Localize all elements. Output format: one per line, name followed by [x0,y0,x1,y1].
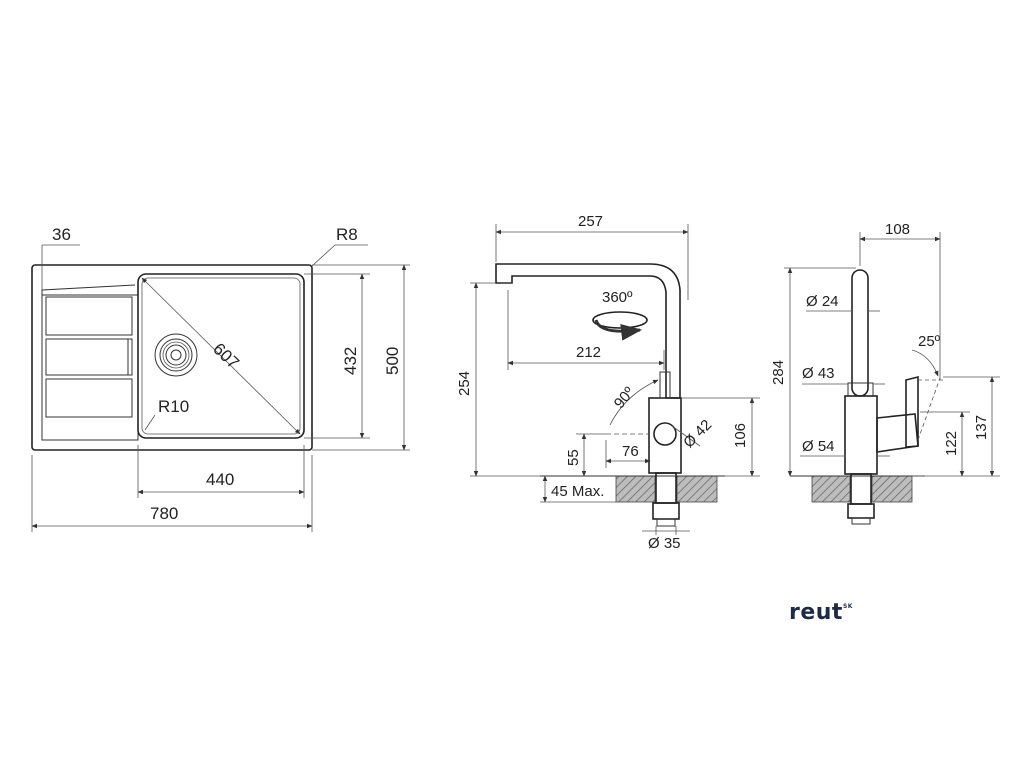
drain-rib-3 [45,378,133,418]
dim-base-diameter: Ø 54 [802,438,835,455]
dim-side-depth: 108 [885,221,910,238]
dim-max-thickness: 45 Max. [551,483,604,500]
drain-icon [154,333,198,377]
countertop-front-right [676,475,718,503]
logo-text: reut [789,600,843,625]
dim-body-diameter: Ø 42 [680,416,715,451]
dim-hole-diameter: Ø 35 [648,535,681,552]
dim-side-body-height: 122 [943,431,960,456]
dim-overall-width: 780 [150,504,178,523]
drainboard [41,294,139,441]
dim-lever-height: 137 [973,415,990,440]
dim-radius-bowl: R10 [158,397,189,416]
logo-suffix: SK [842,603,853,610]
faucet-nut [652,502,680,520]
dim-front-height: 254 [456,371,473,396]
dim-bowl-width: 440 [206,470,234,489]
dim-diagonal: 607 [209,339,243,372]
dim-lever-offset: 76 [622,443,639,460]
dim-bowl-depth: 432 [341,347,360,375]
faucet-lever-knob [653,422,677,446]
dim-flange-width: 36 [52,225,71,244]
dim-rotation: 360º [602,289,633,306]
dim-spout-reach: 212 [576,344,601,361]
drain-rib-1 [45,296,133,336]
rotation-icon [592,311,648,341]
dim-base-height: 55 [565,449,582,466]
drain-rib-2 [45,338,133,376]
side-nut [847,503,875,519]
dim-front-lever-angle: 90º [611,384,639,412]
dim-side-lever-angle: 25º [918,333,941,350]
faucet-spout [495,263,681,399]
sink-bowl [137,273,305,439]
countertop-side-left [811,475,851,503]
countertop-side-right [871,475,913,503]
side-lever [905,375,919,448]
dim-front-width: 257 [578,213,603,230]
sink-top-view: 607 R10 36 R8 432 500 440 780 [31,225,410,532]
dim-side-height: 284 [770,360,787,385]
side-tube [851,269,869,397]
dim-mid-diameter: Ø 43 [802,365,835,382]
countertop-front-left [615,475,656,503]
reut-logo: reutSK [789,600,853,625]
dim-tube-diameter: Ø 24 [806,293,839,310]
side-body [844,395,878,475]
faucet-front-view: 90º 360º 257 212 254 106 [456,213,760,552]
dim-overall-depth: 500 [383,347,402,375]
dim-body-height: 106 [732,423,749,448]
sink-outline [31,264,313,451]
faucet-side-view: 25º 108 284 Ø 24 Ø 43 Ø 54 122 [770,221,1000,525]
dim-radius-outer: R8 [336,225,358,244]
